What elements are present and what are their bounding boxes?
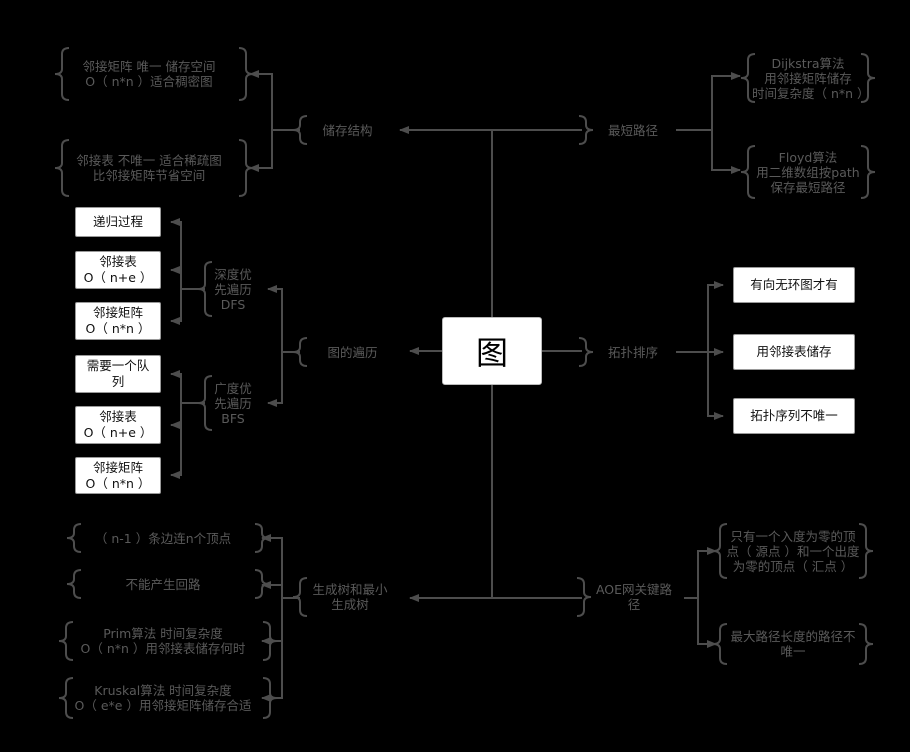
storage-adjacency-matrix[interactable]: 邻接矩阵 唯一 储存空间 O（ n*n ）适合稠密图 <box>82 59 216 89</box>
connector-45 <box>66 523 82 553</box>
mst-kruskal-algorithm[interactable]: Kruskal算法 时间复杂度 O（ e*e ）用邻接矩阵储存合适 <box>74 683 252 713</box>
connector-54 <box>712 523 728 579</box>
connector-35 <box>170 403 182 429</box>
connector-52 <box>684 547 717 599</box>
connector-14 <box>262 73 300 131</box>
traversal-bfs[interactable]: 广度优 先遍历 BFS <box>214 380 252 426</box>
center-node-graph[interactable]: 图 <box>442 317 542 385</box>
topo-dag-only[interactable]: 有向无环图才有 <box>733 267 855 303</box>
connector-21 <box>676 72 741 131</box>
dfs-adjacency-matrix[interactable]: 邻接矩阵 O（ n*n ） <box>75 302 161 340</box>
connector-33 <box>170 289 182 325</box>
bfs-adjacency-list[interactable]: 邻接表 O（ n+e ） <box>75 406 161 444</box>
connector-53 <box>697 598 717 648</box>
traversal-dfs[interactable]: 深度优 先遍历 DFS <box>214 266 252 312</box>
topo-sequence-not-unique[interactable]: 拓扑序列不唯一 <box>733 398 855 434</box>
connector-43 <box>261 641 283 702</box>
shortest-floyd[interactable]: Floyd算法 用二维数组按path 保存最短路径 <box>756 149 860 195</box>
mst-n-minus-1-edges[interactable]: （ n-1 ）条边连n个顶点 <box>94 530 232 546</box>
aoe-source-sink[interactable]: 只有一个入度为零的顶 点（ 源点 ）和一个出度 为零的顶点（ 汇点 ） <box>726 528 860 574</box>
branch-topological-sort[interactable]: 拓扑排序 <box>607 344 658 360</box>
connector-48 <box>262 621 278 661</box>
connector-12 <box>578 337 594 367</box>
connector-55 <box>858 523 874 579</box>
connector-47 <box>66 569 82 599</box>
shortest-dijkstra[interactable]: Dijkstra算法 用邻接矩阵储存 时间复杂度（ n*n ） <box>752 55 870 101</box>
connector-46 <box>254 569 270 599</box>
connector-49 <box>58 621 74 661</box>
connector-24 <box>860 53 876 103</box>
connector-39 <box>707 352 724 420</box>
branch-shortest-path[interactable]: 最短路径 <box>607 122 658 138</box>
connector-56 <box>712 623 728 665</box>
bfs-needs-queue[interactable]: 需要一个队 列 <box>75 355 161 393</box>
storage-adjacency-list[interactable]: 邻接表 不唯一 适合稀疏图 比邻接矩阵节省空间 <box>76 153 222 183</box>
branch-spanning-tree[interactable]: 生成树和最小 生成树 <box>312 582 388 612</box>
branch-storage-structure[interactable]: 储存结构 <box>322 122 373 138</box>
connector-18 <box>54 47 70 101</box>
dfs-recursive-process[interactable]: 递归过程 <box>75 207 161 237</box>
connector-50 <box>262 677 278 719</box>
connector-27 <box>267 285 300 353</box>
connector-25 <box>740 145 756 199</box>
connector-44 <box>254 523 270 553</box>
connector-31 <box>170 218 205 290</box>
bfs-adjacency-matrix[interactable]: 邻接矩阵 O（ n*n ） <box>75 457 161 494</box>
connector-36 <box>170 425 182 479</box>
connector-13 <box>576 577 592 617</box>
branch-graph-traversal[interactable]: 图的遍历 <box>327 344 378 360</box>
mst-prim-algorithm[interactable]: Prim算法 时间复杂度 O（ n*n ）用邻接表储存何时 <box>80 626 246 656</box>
branch-aoe-critical-path[interactable]: AOE网关键路 径 <box>595 582 673 612</box>
connector-19 <box>238 139 254 197</box>
connector-23 <box>740 53 756 103</box>
connector-11 <box>578 115 594 145</box>
connector-51 <box>58 677 74 719</box>
mst-no-cycles[interactable]: 不能产生回路 <box>125 576 201 592</box>
connector-22 <box>711 130 741 174</box>
connector-40 <box>261 534 300 599</box>
connector-42 <box>261 598 283 645</box>
dfs-adjacency-list[interactable]: 邻接表 O（ n+e ） <box>75 251 161 289</box>
connector-20 <box>54 139 70 197</box>
connector-26 <box>860 145 876 199</box>
connector-37 <box>676 281 724 353</box>
connector-57 <box>858 623 874 665</box>
topo-adjacency-list[interactable]: 用邻接表储存 <box>733 334 855 370</box>
connector-17 <box>238 47 254 101</box>
connector-34 <box>170 370 205 404</box>
connector-28 <box>267 352 283 407</box>
aoe-longest-path-not-unique[interactable]: 最大路径长度的路径不 唯一 <box>730 629 856 659</box>
connector-16 <box>249 130 273 172</box>
